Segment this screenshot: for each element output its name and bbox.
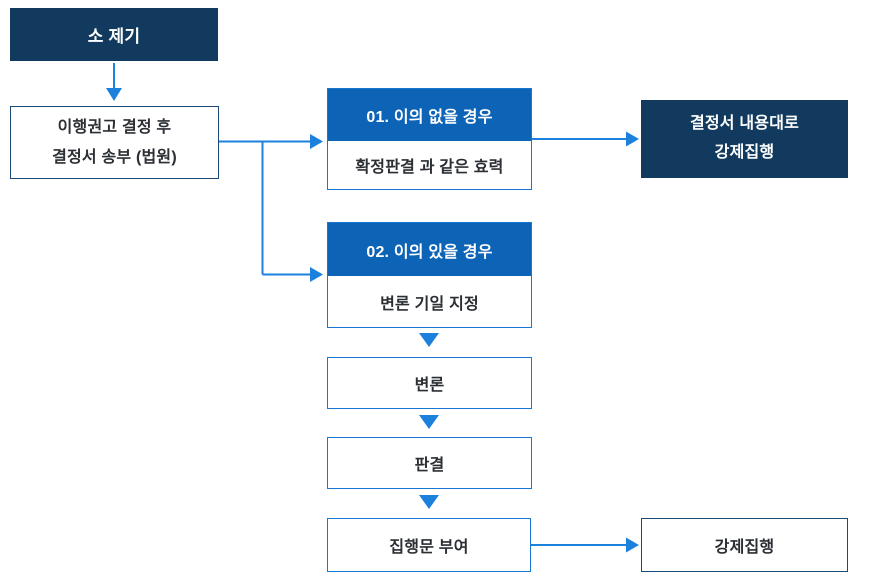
node-branch-objection: 02. 이의 있을 경우 변론 기일 지정: [327, 222, 532, 328]
node-recommendation-decision: 이행권고 결정 후 결정서 송부 (법원): [10, 106, 219, 179]
arrow-judgment-to-writ: [419, 495, 439, 509]
branch-connector: [219, 134, 323, 282]
arrow-pleading-to-judgment: [419, 415, 439, 429]
node-writ-of-execution-label: 집행문 부여: [389, 539, 469, 556]
node-branch01-header: 01. 이의 없을 경우: [328, 89, 531, 141]
arrow-branch02-to-pleading: [419, 333, 439, 347]
node-enforce-per-decision: 결정서 내용대로 강제집행: [641, 100, 848, 178]
node-lawsuit-filing-label: 소 제기: [87, 27, 141, 46]
node-branch01-body: 확정판결 과 같은 효력: [328, 141, 531, 189]
node-compulsory-enforcement: 강제집행: [641, 518, 848, 572]
node-branch-no-objection: 01. 이의 없을 경우 확정판결 과 같은 효력: [327, 88, 532, 190]
node-branch02-header-label: 02. 이의 있을 경우: [366, 243, 493, 261]
node-branch02-body: 변론 기일 지정: [328, 276, 531, 327]
node-enforce-per-decision-line1: 결정서 내용대로: [689, 115, 800, 133]
arrowhead-to-branch02: [310, 267, 323, 282]
arrowhead-to-branch01: [310, 134, 323, 149]
node-pleading-label: 변론: [414, 377, 445, 394]
node-branch02-body-label: 변론 기일 지정: [380, 295, 479, 313]
node-recommendation-line2: 결정서 송부 (법원): [52, 148, 177, 166]
arrow-branch01-to-enforce-decision: [532, 131, 639, 147]
node-judgment-label: 판결: [414, 457, 445, 474]
node-pleading: 변론: [327, 357, 532, 409]
node-enforce-per-decision-line2: 강제집행: [714, 144, 775, 161]
arrow-lawsuit-to-recommendation: [106, 63, 122, 101]
node-judgment: 판결: [327, 437, 532, 489]
node-branch02-header: 02. 이의 있을 경우: [328, 223, 531, 276]
arrow-writ-to-enforcement: [531, 537, 639, 553]
node-lawsuit-filing: 소 제기: [10, 8, 218, 61]
node-branch01-body-label: 확정판결 과 같은 효력: [355, 159, 504, 176]
node-recommendation-line1: 이행권고 결정 후: [57, 118, 172, 136]
node-writ-of-execution: 집행문 부여: [327, 518, 531, 572]
node-compulsory-enforcement-label: 강제집행: [714, 539, 775, 556]
node-branch01-header-label: 01. 이의 없을 경우: [366, 109, 493, 126]
